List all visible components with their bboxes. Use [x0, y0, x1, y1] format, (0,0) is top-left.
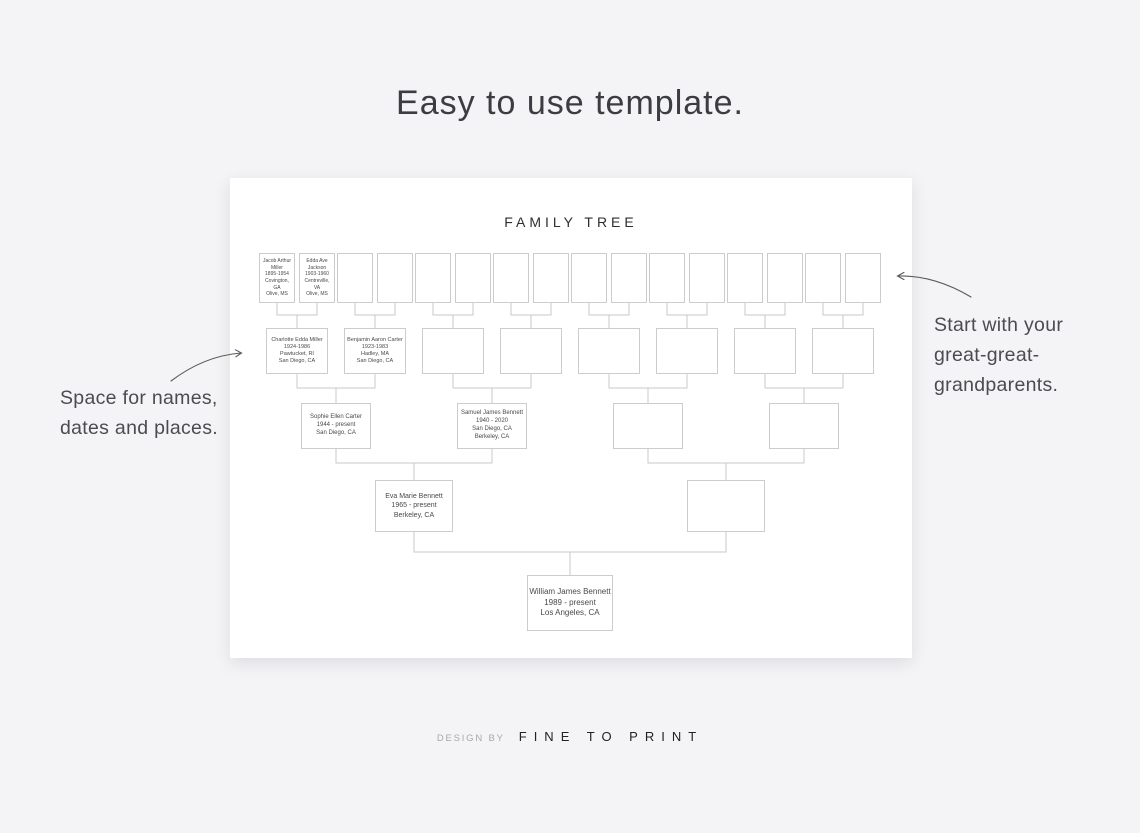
person-box-line: 1944 - present — [316, 422, 356, 429]
empty-person-box — [578, 328, 640, 374]
empty-person-box — [734, 328, 796, 374]
annotation-left-line1: Space for names, — [60, 387, 218, 409]
empty-person-box — [727, 253, 763, 303]
empty-person-box — [649, 253, 685, 303]
person-box-line: Edda Ave Jackson — [306, 258, 328, 271]
person-box-line: Hadley, MA — [360, 351, 390, 357]
person-box-line: San Diego, CA — [278, 358, 316, 365]
person-box-line: Olive, MS — [306, 291, 328, 298]
person-box-line: 1965 - present — [391, 502, 437, 510]
empty-person-box — [845, 253, 881, 303]
person-box-line: Eva Marie Bennett — [385, 493, 443, 501]
person-box-line: Jacob Arthur Miller — [262, 258, 292, 271]
empty-person-box — [377, 253, 413, 303]
person-box-line: Pawtucket, RI — [280, 351, 314, 357]
empty-person-box — [767, 253, 803, 303]
empty-person-box — [689, 253, 725, 303]
empty-person-box — [571, 253, 607, 303]
empty-person-box — [337, 253, 373, 303]
annotation-right-line3: grandparents. — [934, 374, 1059, 397]
person-box-line: Sophie Ellen Carter — [309, 414, 363, 421]
empty-person-box — [611, 253, 647, 303]
empty-person-box — [500, 328, 562, 374]
person-box-line: 1924-1986 — [283, 343, 311, 350]
empty-person-box — [533, 253, 569, 303]
tree-connector-lines — [276, 303, 864, 575]
empty-person-box — [493, 253, 529, 303]
empty-person-box — [656, 328, 718, 374]
empty-person-box — [805, 253, 841, 303]
design-credit: DESIGN BY FINE TO PRINT — [0, 729, 1140, 744]
annotation-right-line1: Start with your — [934, 314, 1064, 336]
person-box-line: William James Bennett — [529, 587, 611, 597]
person-box-line: Los Angeles, CA — [540, 608, 600, 618]
person-box-line: 1940 - 2020 — [475, 418, 509, 425]
empty-person-box — [422, 328, 484, 374]
person-box-line: 1989 - present — [544, 597, 596, 607]
person-box-line: 1895-1954 — [265, 271, 289, 278]
person-box-line: Covington, GA — [265, 278, 289, 291]
annotation-left: Space for names, dates and places. — [60, 383, 218, 443]
person-box-line: San Diego, CA — [472, 426, 512, 432]
annotation-right: Start with your great-great- grandparent… — [934, 310, 1063, 401]
person-box-line: Charlotte Edda Miller — [271, 336, 323, 343]
person-box-line: Berkeley, CA — [393, 511, 435, 519]
annotation-right-line2: great-great- — [934, 344, 1040, 367]
empty-person-box — [769, 403, 839, 449]
person-box-line: San Diego, CA — [356, 358, 394, 365]
page-title: Easy to use template. — [396, 84, 744, 122]
empty-person-box — [613, 403, 683, 449]
empty-person-box — [687, 480, 765, 532]
annotation-left-line2: dates and places. — [60, 417, 218, 440]
brand-name: FINE TO PRINT — [518, 729, 704, 744]
empty-person-box — [455, 253, 491, 303]
empty-person-box — [812, 328, 874, 374]
empty-person-box — [415, 253, 451, 303]
person-box-line: 1903-1960 — [305, 271, 329, 278]
person-box-line: San Diego, CA — [316, 429, 356, 436]
person-box-line: Benjamin Aaron Carter — [347, 336, 403, 343]
design-by-label: DESIGN BY — [436, 733, 505, 744]
person-box-line: Berkeley, CA — [474, 433, 510, 440]
person-box-line: 1923-1983 — [361, 343, 389, 350]
person-box-line: Olive, MS — [266, 291, 288, 298]
poster-title: FAMILY TREE — [504, 214, 638, 230]
person-box-line: Centreville, VA — [304, 278, 330, 291]
person-box-line: Samuel James Bennett — [460, 410, 524, 417]
